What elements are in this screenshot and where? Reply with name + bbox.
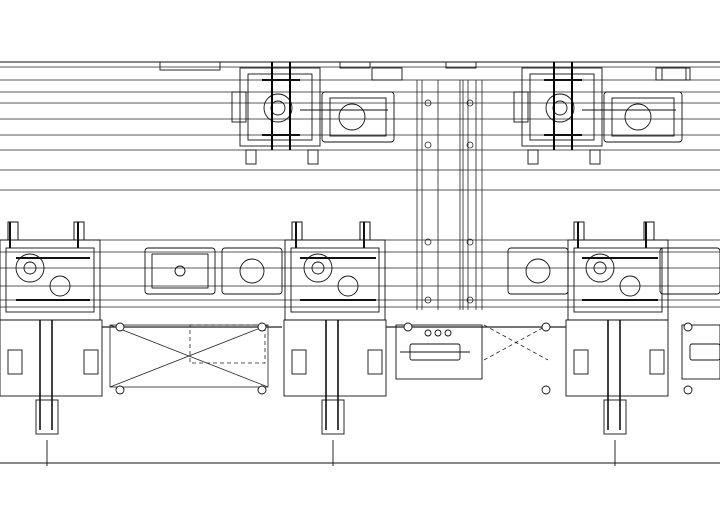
lower-unit-left [0,222,103,466]
top-fittings [159,61,691,81]
upper-gearbox-right [513,62,687,165]
central-column [416,80,483,310]
horizontal-rail-lines [0,66,720,308]
lower-unit-middle [283,222,387,466]
connector-bolts [115,322,693,395]
carriage-frames [102,324,566,388]
vertical-posts [7,221,655,241]
right-control-box [681,324,720,380]
center-control-box [395,324,483,380]
motor-housings [144,247,720,295]
upper-gearbox-left [231,62,403,165]
lower-unit-right [565,222,669,466]
